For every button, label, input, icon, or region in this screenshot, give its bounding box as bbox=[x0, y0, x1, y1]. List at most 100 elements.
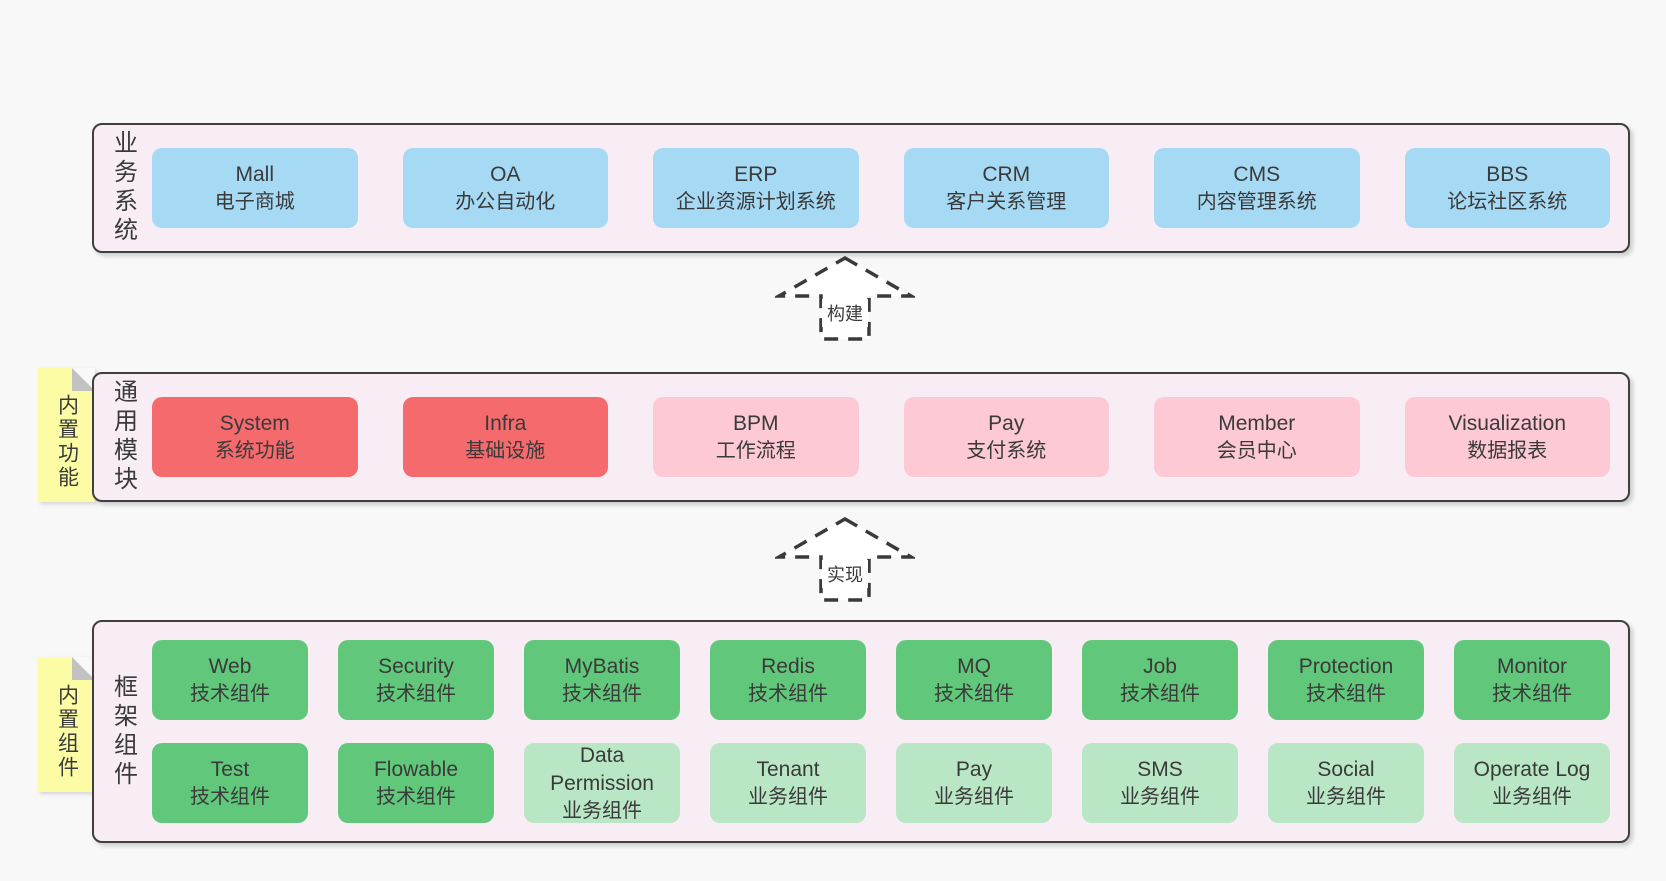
arrow-build: 构建 bbox=[775, 255, 915, 343]
box-subtitle: 技术组件 bbox=[934, 682, 1014, 705]
box-data-permission: Data Permission 业务组件 bbox=[524, 743, 680, 823]
box-title: Operate Log bbox=[1473, 757, 1591, 781]
box-title: Tenant bbox=[756, 757, 820, 781]
up-arrow-shape bbox=[775, 255, 915, 341]
box-visualization: Visualization 数据报表 bbox=[1404, 397, 1610, 477]
module-boxes: System 系统功能 Infra 基础设施 BPM 工作流程 Pay 支付系统… bbox=[152, 374, 1628, 500]
box-subtitle: 内容管理系统 bbox=[1196, 190, 1317, 213]
box-crm: CRM 客户关系管理 bbox=[903, 148, 1109, 228]
framework-components-band: 框架组件 Web 技术组件 Security 技术组件 MyBatis 技术组件… bbox=[92, 620, 1630, 843]
box-title: SMS bbox=[1137, 757, 1183, 781]
box-subtitle: 办公自动化 bbox=[455, 190, 556, 213]
box-oa: OA 办公自动化 bbox=[402, 148, 608, 228]
box-subtitle: 基础设施 bbox=[465, 439, 546, 462]
box-title: Visualization bbox=[1448, 411, 1567, 435]
box-title: ERP bbox=[734, 162, 778, 186]
box-subtitle: 技术组件 bbox=[562, 682, 642, 705]
box-pay-component: Pay 业务组件 bbox=[896, 743, 1052, 823]
box-title: Pay bbox=[955, 757, 993, 781]
box-job: Job 技术组件 bbox=[1082, 640, 1238, 720]
box-subtitle: 客户关系管理 bbox=[946, 190, 1067, 213]
sticky-built-in-functions: 内置功能 bbox=[38, 368, 95, 502]
box-redis: Redis 技术组件 bbox=[710, 640, 866, 720]
box-title: Test bbox=[210, 757, 250, 781]
box-operate-log: Operate Log 业务组件 bbox=[1454, 743, 1610, 823]
box-title: Security bbox=[378, 654, 454, 678]
box-subtitle: 技术组件 bbox=[190, 682, 270, 705]
box-title: Protection bbox=[1298, 654, 1394, 678]
band-label-modules: 通用模块 bbox=[109, 379, 137, 495]
box-tenant: Tenant 业务组件 bbox=[710, 743, 866, 823]
framework-boxes: Web 技术组件 Security 技术组件 MyBatis 技术组件 Redi… bbox=[152, 622, 1628, 841]
box-web: Web 技术组件 bbox=[152, 640, 308, 720]
business-systems-band: 业务系统 Mall 电子商城 OA 办公自动化 ERP 企业资源计划系统 CRM… bbox=[92, 123, 1630, 253]
box-subtitle: 数据报表 bbox=[1467, 439, 1548, 462]
box-subtitle: 企业资源计划系统 bbox=[675, 190, 836, 213]
framework-row-1: Web 技术组件 Security 技术组件 MyBatis 技术组件 Redi… bbox=[152, 640, 1610, 720]
box-sms: SMS 业务组件 bbox=[1082, 743, 1238, 823]
box-title: Flowable bbox=[373, 757, 459, 781]
box-subtitle: 业务组件 bbox=[934, 785, 1014, 808]
box-bpm: BPM 工作流程 bbox=[653, 397, 859, 477]
box-subtitle: 会员中心 bbox=[1216, 439, 1297, 462]
box-subtitle: 业务组件 bbox=[1120, 785, 1200, 808]
box-subtitle: 论坛社区系统 bbox=[1447, 190, 1568, 213]
box-mybatis: MyBatis 技术组件 bbox=[524, 640, 680, 720]
box-cms: CMS 内容管理系统 bbox=[1154, 148, 1360, 228]
box-title: BPM bbox=[732, 411, 779, 435]
box-subtitle: 支付系统 bbox=[966, 439, 1047, 462]
band-label-framework: 框架组件 bbox=[109, 673, 137, 790]
box-infra: Infra 基础设施 bbox=[402, 397, 608, 477]
box-title: Monitor bbox=[1496, 654, 1568, 678]
box-title: CMS bbox=[1233, 162, 1281, 186]
box-erp: ERP 企业资源计划系统 bbox=[653, 148, 859, 228]
sticky-text: 内置组件 bbox=[55, 683, 79, 780]
box-subtitle: 技术组件 bbox=[1120, 682, 1200, 705]
box-test: Test 技术组件 bbox=[152, 743, 308, 823]
box-monitor: Monitor 技术组件 bbox=[1454, 640, 1610, 720]
box-subtitle: 工作流程 bbox=[715, 439, 796, 462]
box-security: Security 技术组件 bbox=[338, 640, 494, 720]
box-title: Web bbox=[208, 654, 252, 678]
up-arrow-shape bbox=[775, 516, 915, 602]
band-label-business: 业务系统 bbox=[109, 130, 137, 246]
box-title: Mall bbox=[235, 162, 274, 186]
box-title: BBS bbox=[1486, 162, 1529, 186]
box-title: Job bbox=[1143, 654, 1177, 678]
sticky-built-in-components: 内置组件 bbox=[38, 657, 95, 792]
box-subtitle: 业务组件 bbox=[1306, 785, 1386, 808]
box-subtitle: 技术组件 bbox=[376, 682, 456, 705]
box-pay: Pay 支付系统 bbox=[903, 397, 1109, 477]
box-title: Infra bbox=[484, 411, 527, 435]
box-subtitle: 业务组件 bbox=[562, 799, 642, 822]
box-title: CRM bbox=[982, 162, 1031, 186]
box-flowable: Flowable 技术组件 bbox=[338, 743, 494, 823]
box-title: Pay bbox=[988, 411, 1025, 435]
common-modules-band: 通用模块 System 系统功能 Infra 基础设施 BPM 工作流程 Pay… bbox=[92, 372, 1630, 502]
box-title: OA bbox=[490, 162, 521, 186]
box-title: Redis bbox=[761, 654, 815, 678]
arrow-build-label: 构建 bbox=[822, 299, 868, 327]
box-subtitle: 系统功能 bbox=[214, 439, 295, 462]
box-subtitle: 业务组件 bbox=[748, 785, 828, 808]
business-boxes: Mall 电子商城 OA 办公自动化 ERP 企业资源计划系统 CRM 客户关系… bbox=[152, 125, 1628, 251]
box-title: Data Permission bbox=[550, 744, 654, 795]
box-social: Social 业务组件 bbox=[1268, 743, 1424, 823]
box-bbs: BBS 论坛社区系统 bbox=[1404, 148, 1610, 228]
box-member: Member 会员中心 bbox=[1154, 397, 1360, 477]
box-title: MyBatis bbox=[564, 654, 640, 678]
sticky-text: 内置功能 bbox=[55, 394, 79, 490]
box-mall: Mall 电子商城 bbox=[152, 148, 358, 228]
box-system: System 系统功能 bbox=[152, 397, 358, 477]
box-subtitle: 技术组件 bbox=[1306, 682, 1386, 705]
box-protection: Protection 技术组件 bbox=[1268, 640, 1424, 720]
box-title: Member bbox=[1218, 411, 1296, 435]
up-arrow-icon bbox=[775, 516, 915, 602]
box-subtitle: 电子商城 bbox=[214, 190, 295, 213]
box-subtitle: 技术组件 bbox=[1492, 682, 1572, 705]
box-subtitle: 业务组件 bbox=[1492, 785, 1572, 808]
arrow-implement-label: 实现 bbox=[822, 560, 868, 588]
box-subtitle: 技术组件 bbox=[376, 785, 456, 808]
box-title: Social bbox=[1317, 757, 1375, 781]
